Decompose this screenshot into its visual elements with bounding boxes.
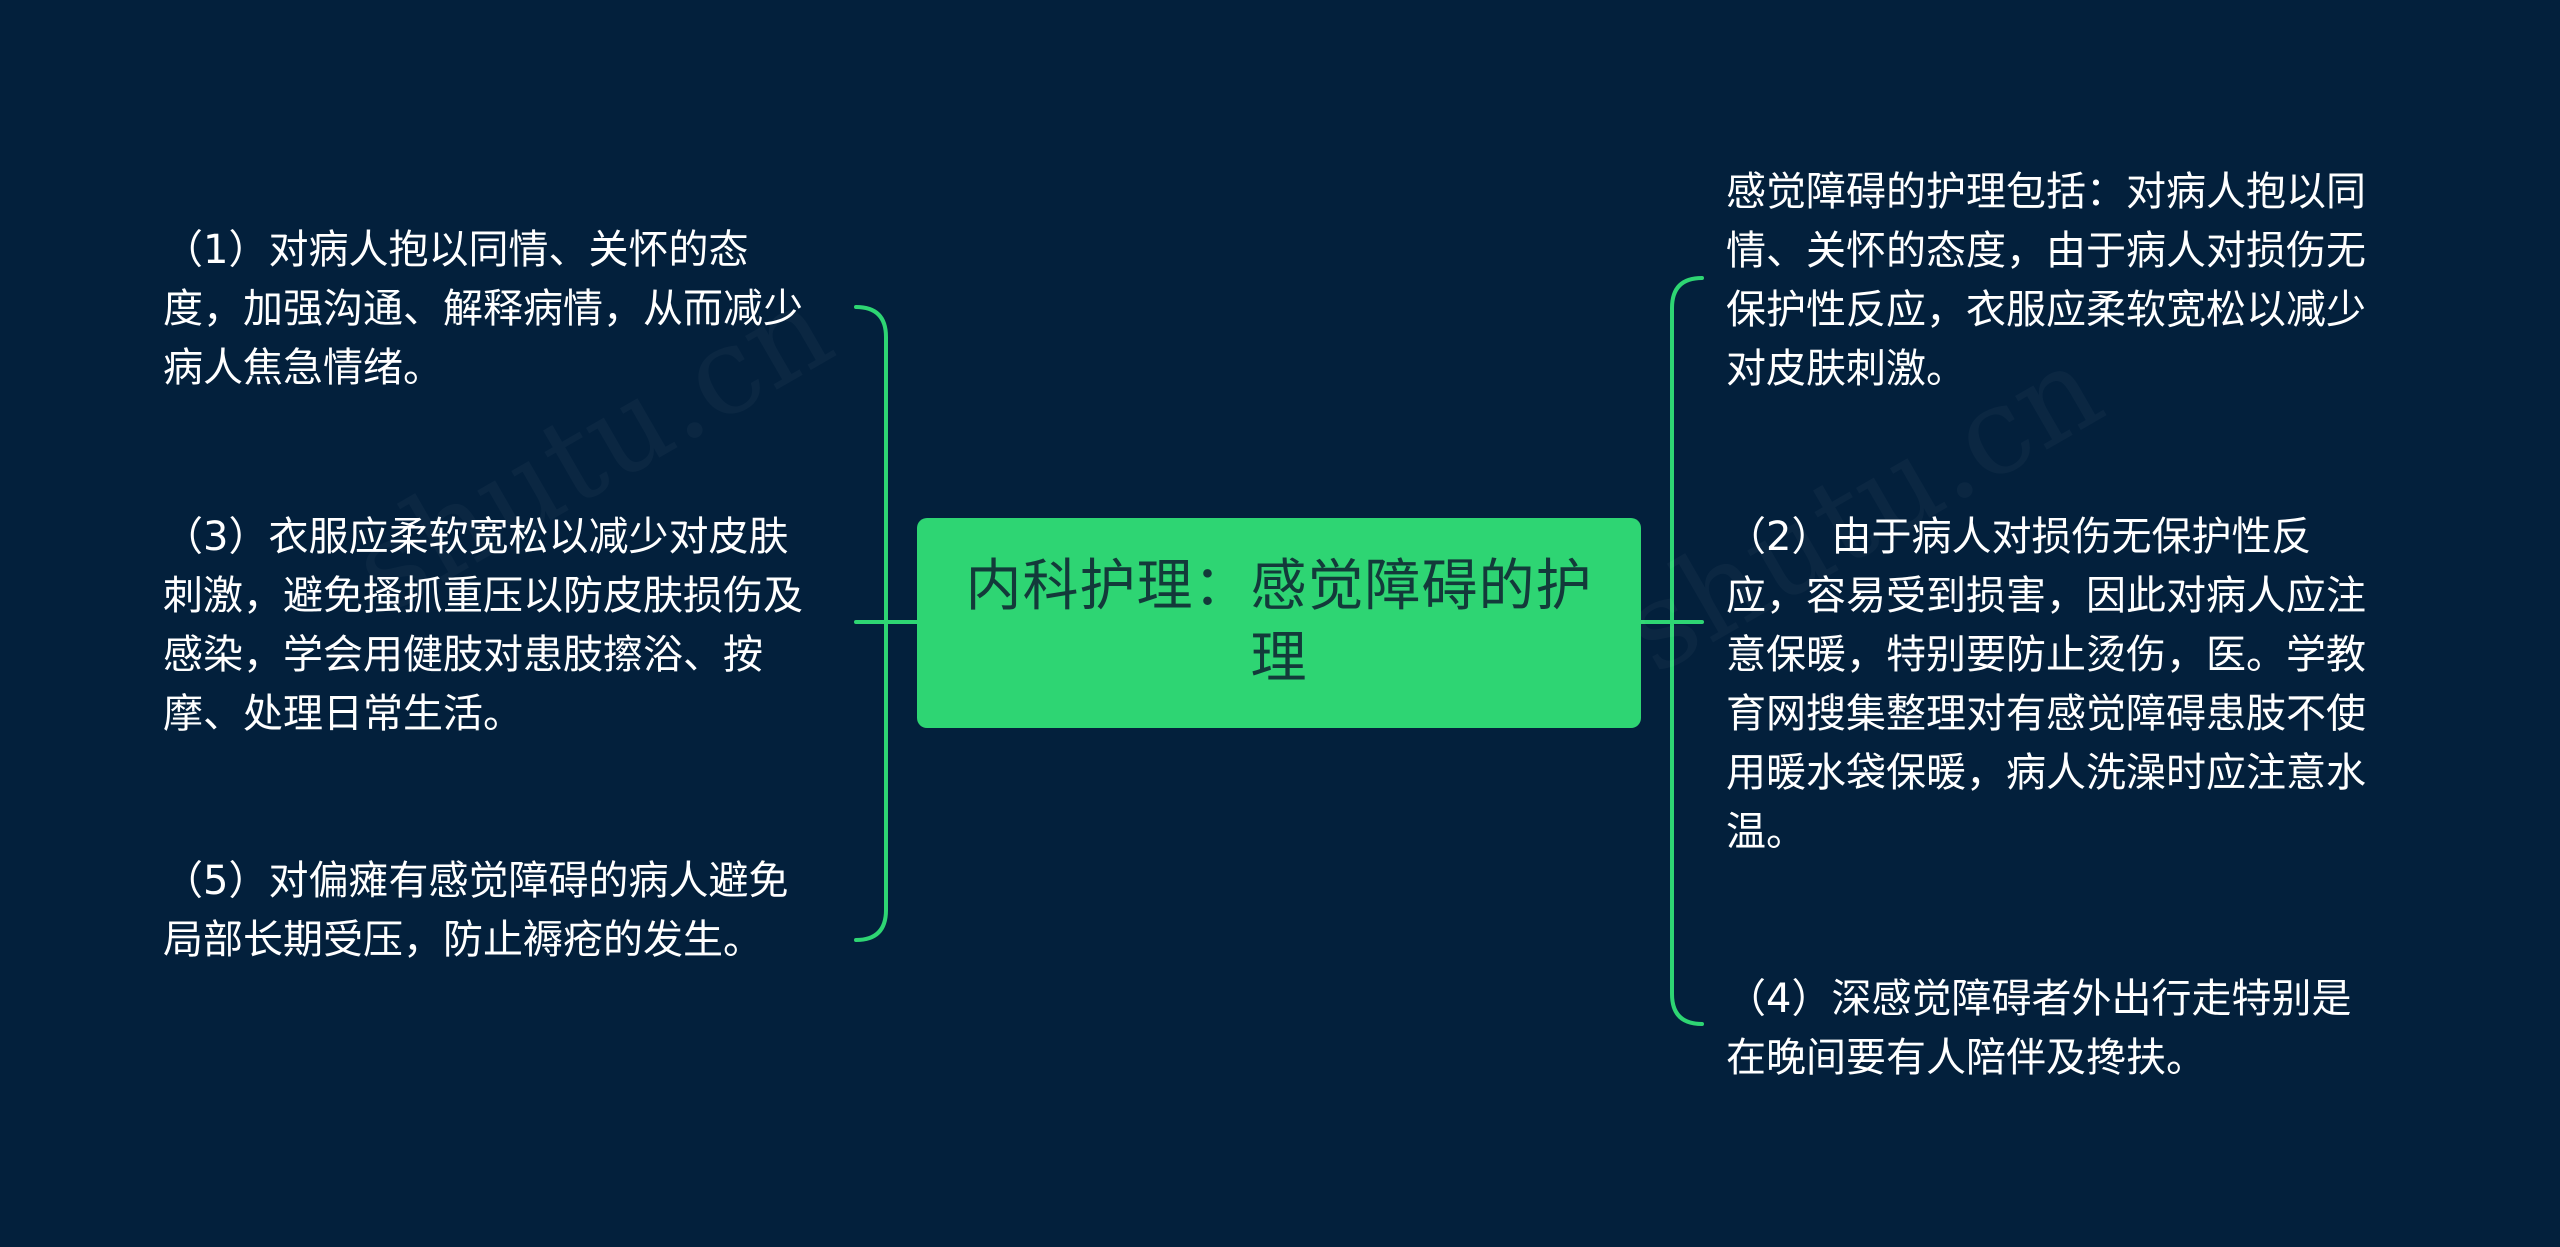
branch-node-summary[interactable]: 感觉障碍的护理包括：对病人抱以同情、关怀的态度，由于病人对损伤无保护性反应，衣服… (1726, 169, 2366, 392)
branch-node-4[interactable]: （4）深感觉障碍者外出行走特别是在晚间要有人陪伴及搀扶。 (1726, 976, 2352, 1081)
branch-node-2[interactable]: （2）由于病人对损伤无保护性反应，容易受到损害，因此对病人应注意保暖，特别要防止… (1726, 514, 2366, 855)
branch-node-1[interactable]: （1）对病人抱以同情、关怀的态度，加强沟通、解释病情，从而减少病人焦急情绪。 (163, 227, 803, 391)
branch-node-3[interactable]: （3）衣服应柔软宽松以减少对皮肤刺激，避免搔抓重压以防皮肤损伤及感染，学会用健肢… (163, 514, 803, 737)
root-node-label: 内科护理：感觉障碍的护理 (965, 554, 1593, 691)
root-node[interactable]: 内科护理：感觉障碍的护理 (917, 518, 1641, 728)
connector-right-bracket (1670, 276, 1704, 1026)
branch-node-5[interactable]: （5）对偏瘫有感觉障碍的病人避免局部长期受压，防止褥疮的发生。 (163, 858, 789, 963)
